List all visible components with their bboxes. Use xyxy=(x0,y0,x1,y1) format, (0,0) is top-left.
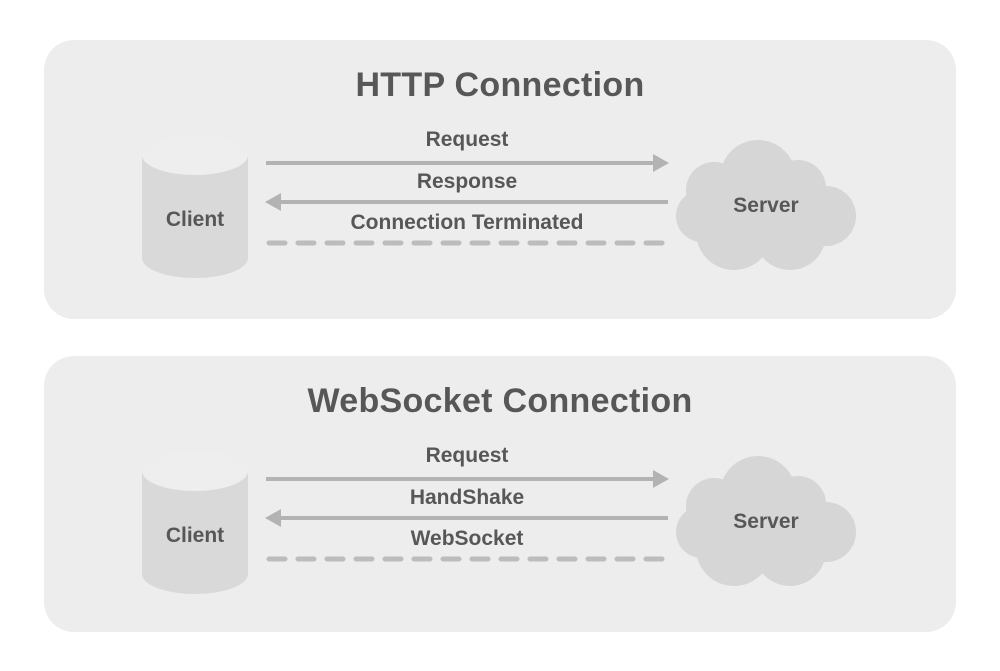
arrow-left-icon xyxy=(265,193,668,211)
client-node: Client xyxy=(142,451,248,594)
message-label: Request xyxy=(425,128,509,151)
message-label: Response xyxy=(416,170,518,193)
message-label: WebSocket xyxy=(410,527,524,550)
arrow-left-icon xyxy=(265,509,668,527)
message-label: HandShake xyxy=(409,486,525,509)
message-lanes: Request Response Connection Terminated xyxy=(265,40,669,319)
cloud-icon xyxy=(676,456,856,586)
server-label: Server xyxy=(733,194,799,217)
arrow-right-icon xyxy=(266,470,669,488)
server-label: Server xyxy=(733,510,799,533)
message-label: Request xyxy=(425,444,509,467)
client-label: Client xyxy=(165,207,225,231)
server-node: Server xyxy=(674,140,858,272)
server-node: Server xyxy=(674,456,858,588)
panel-title: WebSocket Connection xyxy=(307,382,693,420)
arrow-right-icon xyxy=(266,154,669,172)
database-cylinder-icon xyxy=(142,135,248,278)
client-label: Client xyxy=(165,523,225,547)
database-cylinder-icon xyxy=(142,451,248,594)
message-label: Connection Terminated xyxy=(350,211,584,234)
message-lanes: Request HandShake WebSocket xyxy=(265,356,669,632)
dashed-line-icon xyxy=(266,556,668,562)
panel-title: HTTP Connection xyxy=(355,66,645,104)
cloud-icon xyxy=(676,140,856,270)
http-connection-panel: HTTP Connection Client Request Response … xyxy=(44,40,956,319)
dashed-line-icon xyxy=(266,240,668,246)
websocket-connection-panel: WebSocket Connection Client Request Hand… xyxy=(44,356,956,632)
client-node: Client xyxy=(142,135,248,278)
